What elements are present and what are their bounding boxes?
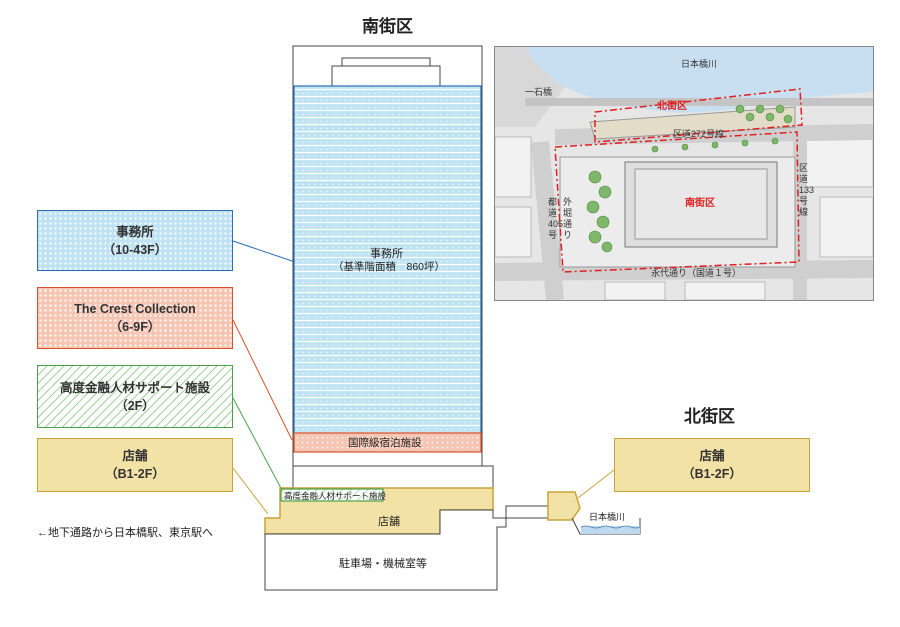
legend-crest: The Crest Collection （6-9F） <box>37 287 233 349</box>
legend-retail-floors: （B1-2F） <box>105 467 165 481</box>
legend-finance-floors: （2F） <box>115 398 155 413</box>
map-road-133-label: 区道133号線 <box>799 163 815 217</box>
legend-north-retail-floors: （B1-2F） <box>682 467 742 481</box>
rooftop-structure <box>331 65 441 87</box>
retail-label: 店舗 <box>378 516 400 528</box>
finance-facility <box>280 488 384 502</box>
map-road-272-label: 区道272号線 <box>673 129 725 139</box>
map-river-label: 日本橋川 <box>681 59 718 69</box>
hotel-floors <box>293 432 482 453</box>
crest-connector <box>232 319 293 441</box>
map-south-label: 南街区 <box>685 198 715 209</box>
north-retail <box>547 491 581 521</box>
site-map: 日本橋川 一石橋 北街区 区道272号線 南街区 区道133号線 外堀通り 都道… <box>494 46 874 301</box>
river-label: 日本橋川 <box>589 512 626 522</box>
finance-label: 高度金融人材サポート施設 <box>284 491 387 501</box>
legend-retail-title: 店舗 <box>122 449 148 463</box>
map-sotobori-label: 外堀通り <box>563 197 573 240</box>
underground-tunnel <box>505 505 549 519</box>
office-connector <box>232 240 296 263</box>
map-north-label: 北街区 <box>657 101 687 112</box>
legend-north-retail-title: 店舗 <box>699 449 725 463</box>
south-block-header: 南街区 <box>362 17 413 36</box>
north-retail-connector <box>577 469 615 499</box>
map-bridge-label: 一石橋 <box>525 87 553 97</box>
legend-retail: 店舗 （B1-2F） <box>37 438 233 492</box>
office-floors <box>293 85 482 434</box>
legend-office-floors: （10-43F） <box>102 242 168 257</box>
underground-note: ←地下通路から日本橋駅、東京駅へ <box>37 527 213 539</box>
finance-connector <box>232 397 284 493</box>
legend-office-title: 事務所 <box>116 224 154 239</box>
legend-north-retail: 店舗 （B1-2F） <box>614 438 810 492</box>
north-block-header: 北街区 <box>684 407 735 426</box>
legend-finance: 高度金融人材サポート施設 （2F） <box>37 365 233 428</box>
site-map-drawing <box>495 47 873 300</box>
map-toto405-label: 都道405号 <box>548 197 564 240</box>
river-water <box>581 526 640 534</box>
legend-crest-floors: （6-9F） <box>109 320 161 334</box>
hotel-label: 国際級宿泊施設 <box>348 437 422 449</box>
parking-label: 駐車場・機械室等 <box>339 558 427 570</box>
office-label: 事務所 <box>370 248 403 260</box>
podium-upper <box>292 465 494 489</box>
legend-finance-title: 高度金融人材サポート施設 <box>59 380 210 395</box>
legend-crest-title: The Crest Collection <box>74 302 196 316</box>
map-eitai-label: 永代通り（国道１号） <box>651 268 742 278</box>
office-area-label: （基準階面積 860坪） <box>333 261 446 273</box>
legend-office: 事務所 （10-43F） <box>37 210 233 271</box>
retail-connector <box>232 467 269 515</box>
